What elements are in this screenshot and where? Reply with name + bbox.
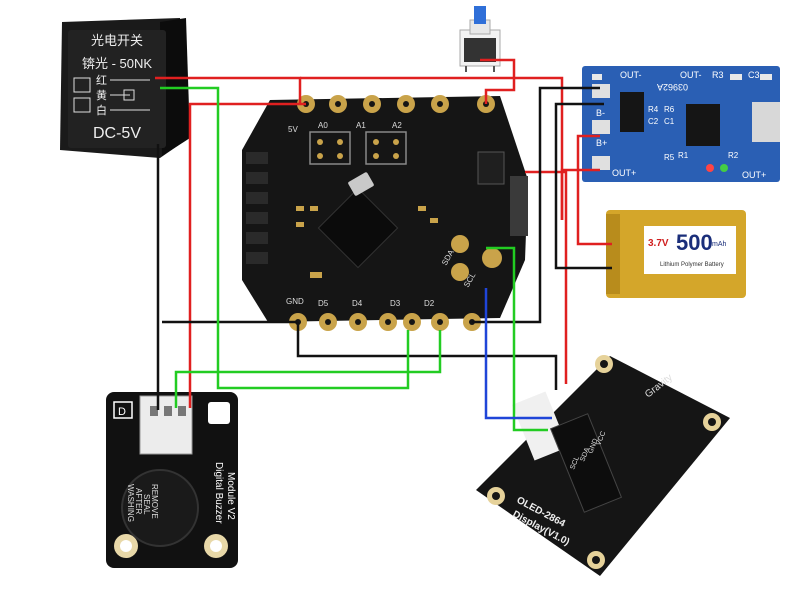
charger-module: OUT- 03962A OUT- R3 C3 B- B+ OUT+ R4 C2 … [582,66,780,182]
wire-green-oled [486,246,548,432]
buzzer-sticker-2: SEAL [142,494,151,515]
charger-label-c3: C3 [748,70,760,80]
pin-label-a2: A2 [392,121,402,130]
wire-green-sensor [160,86,410,390]
buzzer-title-2: Module V2 [225,472,236,520]
wire-red-charger-out [560,168,600,220]
charger-label-c1: C1 [664,117,675,126]
pin-label-5v: 5V [288,125,298,134]
main-controller-board: 5V A0 A1 A2 SCL SDA [242,95,528,331]
pin-label-a0: A0 [318,121,328,130]
bottom-pin-pads [289,313,481,331]
battery-subtitle: Lithium Polymer Battery [660,262,724,268]
charger-label-b-plus: B+ [596,138,607,148]
buzzer-sticker-4: WASHING [126,484,135,522]
wire-red-button [480,58,516,104]
buzzer-module: D REMOVE SEAL AFTER WASHING Digital Buzz… [106,392,238,568]
pin-label-d4: D4 [352,299,363,308]
wire-red-battery [576,134,612,246]
charger-label-r4: R4 [648,105,659,114]
usb-port-icon [510,176,528,236]
buzzer-logo-icon [113,401,133,419]
oled-pin-scl: SCL [569,455,581,470]
buzzer-logo: D [118,406,126,418]
charger-label-r3: R3 [712,70,724,80]
antenna-trace [246,152,268,264]
sensor-model: 锛光 - 50NK [82,56,152,71]
pin-label-d5: D5 [318,299,329,308]
pin-label-gnd: GND [286,297,304,306]
charger-label-out-minus-1: OUT- [620,70,642,80]
buzzer-sticker-3: AFTER [134,488,143,514]
charger-label-out-plus: OUT+ [612,168,636,178]
charger-label-chip: 03962A [657,82,688,92]
charger-label-r1: R1 [678,151,689,160]
battery-capacity: 500 [676,230,713,255]
usb-port-icon [752,102,780,142]
wire-black-charger-bminus [554,102,612,270]
oled-connector [512,391,568,461]
wire-black-oled [296,322,558,390]
photoelectric-sensor: 光电开关 锛光 - 50NK 红 黄 白 DC-5V [60,18,190,158]
sensor-wire-red: 红 [96,74,107,87]
wire-blue-oled [484,288,552,420]
wires [155,58,612,432]
charger-label-r2: R2 [728,151,739,160]
wire-black-charger-top [472,86,600,324]
charger-label-r5: R5 [664,153,675,162]
battery-unit: mAh [712,241,727,248]
wire-red-buzzer [188,102,306,408]
wire-red-oled [525,170,568,384]
pin-label-d2: D2 [424,299,435,308]
charger-label-c2: C2 [648,117,659,126]
buzzer-title: Digital Buzzer [213,462,224,524]
charger-label-b-minus: B- [596,108,605,118]
charger-label-r6: R6 [664,105,675,114]
wire-green-buzzer [174,330,442,408]
mcu-chip [317,187,399,269]
sensor-title: 光电开关 [91,33,143,48]
oled-display-module: Gravity OLED-2864 Display(V1.0) SCL SDA … [476,355,730,576]
charger-label-out-plus-2: OUT+ [742,170,766,180]
sensor-wire-white: 白 [96,103,107,117]
charger-label-out-minus-2: OUT- [680,70,702,80]
battery-voltage: 3.7V [648,238,669,249]
sensor-schematic-icon [73,77,150,113]
lipo-battery: 3.7V 500 mAh Lithium Polymer Battery [606,210,746,298]
buzzer-icon [121,469,199,547]
sensor-wire-yellow: 黄 [96,88,107,102]
pin-label-a1: A1 [356,121,366,130]
push-button-icon [459,6,501,72]
pin-label-d3: D3 [390,299,401,308]
buzzer-sticker-1: REMOVE [150,484,159,519]
sensor-voltage: DC-5V [93,125,141,142]
